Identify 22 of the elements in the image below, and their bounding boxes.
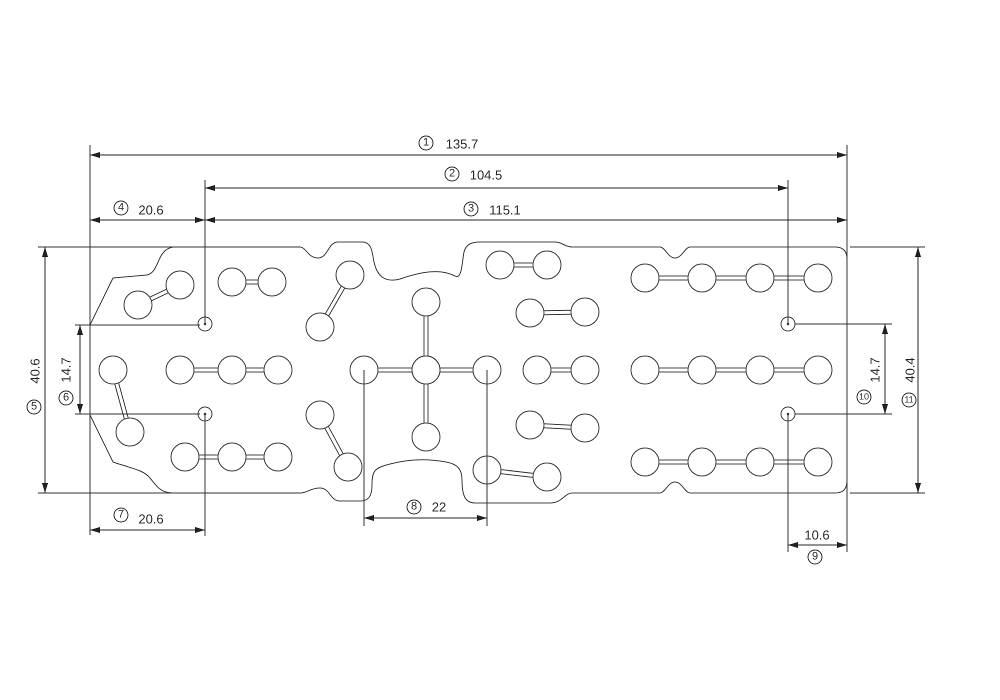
dimension-value: 10.6 <box>804 528 830 542</box>
dimension-value: 135.7 <box>446 138 478 150</box>
callout-number: 4 <box>114 200 128 216</box>
callout-number: 5 <box>26 400 42 414</box>
dimension-value: 14.7 <box>868 357 882 383</box>
callout-number: 6 <box>58 390 74 406</box>
callout-number: 7 <box>114 508 128 522</box>
dimension-value: 40.6 <box>28 358 42 384</box>
dimension-value: 14.7 <box>60 357 72 383</box>
callout-number: 11 <box>902 392 916 408</box>
dimension-value: 104.5 <box>470 168 502 182</box>
dimension-value: 22 <box>432 500 446 514</box>
callout-number: 9 <box>808 550 822 564</box>
dimension-value: 20.6 <box>138 512 164 526</box>
dimension-value: 40.4 <box>904 357 916 383</box>
dimension-value: 20.6 <box>138 204 164 216</box>
callout-number: 2 <box>444 166 460 182</box>
dimension-value: 115.1 <box>489 204 521 216</box>
callout-number: 3 <box>464 202 478 216</box>
callout-number: 8 <box>406 500 422 514</box>
callout-number: 10 <box>856 390 872 404</box>
callout-number: 1 <box>418 136 434 150</box>
